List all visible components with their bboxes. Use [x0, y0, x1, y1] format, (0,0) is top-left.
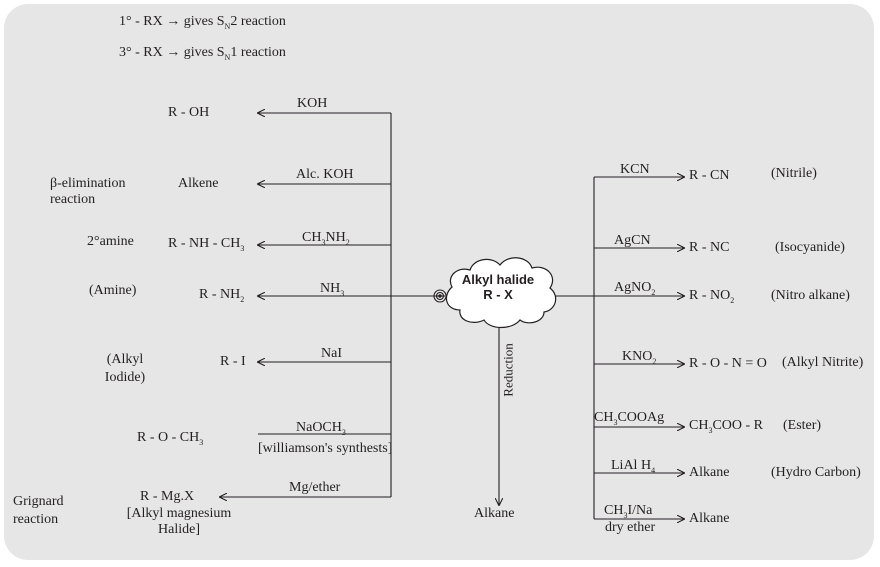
reagent-alc-koh: Alc. KOH [296, 167, 354, 182]
product-alkyl-iodide: R - I [220, 354, 246, 369]
product-alkane-bottom: Alkane [474, 506, 515, 521]
reagent-mg-ether: Mg/ether [289, 480, 341, 495]
note-amine: (Amine) [89, 283, 137, 298]
cloud-shape [445, 257, 557, 329]
note-ester: (Ester) [783, 418, 822, 433]
reagent-methylamine: CH3NH2 [302, 230, 350, 247]
rule-sn2: 1° - RX → gives SN2 reaction [119, 14, 286, 31]
center-title: Alkyl halide [461, 272, 535, 287]
product-grignard: R - Mg.X [140, 489, 195, 504]
reagent-koh: KOH [297, 96, 328, 111]
reagent-ammonia: NH3 [320, 281, 345, 298]
product-alkyl-nitrite: R - O - N = O [689, 356, 767, 371]
product-nitro-alkane: R - NO2 [689, 288, 735, 305]
rule-sn1: 3° - RX → gives SN1 reaction [119, 45, 286, 62]
product-alkane-1: Alkane [689, 465, 730, 480]
product-alkene: Alkene [178, 176, 219, 191]
note-hydro-carbon: (Hydro Carbon) [771, 465, 861, 480]
reagent-kno2: KNO2 [622, 349, 657, 366]
product-nitrile: R - CN [689, 168, 730, 183]
note-alkyl-iodide: (Alkyl Iodide) [104, 352, 146, 385]
note-williamson: [williamson's synthests] [258, 441, 393, 456]
product-secondary-amine: R - NH - CH3 [168, 236, 245, 253]
note-beta-elimination: β-elimination reaction [50, 176, 126, 207]
reagent-dry-ether: dry ether [605, 520, 656, 535]
note-2-amine: 2°amine [87, 234, 134, 249]
product-amine: R - NH2 [199, 287, 245, 304]
reagent-nai: NaI [321, 346, 342, 361]
reagent-silver-acetate: CH3COOAg [594, 410, 665, 427]
note-isocyanide: (Isocyanide) [775, 240, 845, 255]
product-alkane-2: Alkane [689, 511, 730, 526]
note-grignard-reaction: Grignard reaction [13, 494, 64, 527]
product-alcohol: R - OH [168, 105, 210, 120]
reagent-lialh4: LiAl H4 [611, 458, 656, 475]
reagent-reduction: Reduction [500, 343, 516, 397]
reagent-ch3i-na: CH3I/Na [604, 503, 653, 520]
note-nitrile: (Nitrile) [771, 166, 817, 181]
reagent-agno2: AgNO2 [614, 280, 656, 297]
product-ester: CH3COO - R [689, 418, 764, 435]
reagent-agcn: AgCN [614, 233, 651, 248]
product-ether: R - O - CH3 [137, 430, 204, 447]
reagent-kcn: KCN [620, 162, 650, 177]
note-alkyl-nitrite: (Alkyl Nitrite) [782, 355, 864, 370]
alkyl-halide-node: Alkyl halide R - X [446, 272, 550, 302]
diagram-panel [4, 4, 874, 560]
note-alkyl-magnesium-halide: [Alkyl magnesium Halide] [126, 506, 232, 537]
product-isocyanide: R - NC [689, 240, 730, 255]
reagent-naoch3: NaOCH3 [296, 420, 346, 437]
center-formula: R - X [483, 287, 513, 302]
note-nitro-alkane: (Nitro alkane) [771, 288, 850, 303]
